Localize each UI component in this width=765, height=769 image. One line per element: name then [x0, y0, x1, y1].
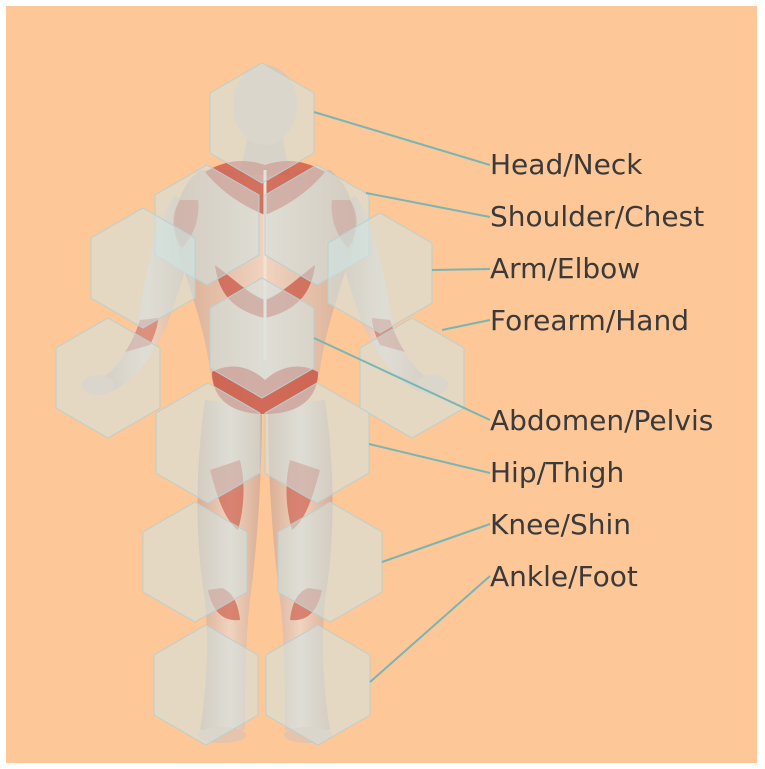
leader-line-arm-elbow [432, 269, 490, 270]
leader-line-ankle-foot [370, 576, 490, 682]
label-shoulder-chest[interactable]: Shoulder/Chest [490, 200, 704, 234]
label-knee-shin[interactable]: Knee/Shin [490, 508, 631, 542]
label-hip-thigh[interactable]: Hip/Thigh [490, 456, 624, 490]
label-ankle-foot[interactable]: Ankle/Foot [490, 560, 638, 594]
leader-line-head-neck [314, 112, 490, 165]
label-forearm-hand[interactable]: Forearm/Hand [490, 304, 689, 338]
leader-line-forearm-hand [442, 320, 490, 330]
label-arm-elbow[interactable]: Arm/Elbow [490, 252, 640, 286]
label-head-neck[interactable]: Head/Neck [490, 148, 642, 182]
hex-ankle-right[interactable] [266, 625, 370, 745]
leader-line-hip-thigh [369, 444, 490, 473]
label-abdomen-pelvis[interactable]: Abdomen/Pelvis [490, 404, 713, 438]
leader-line-knee-shin [382, 524, 490, 562]
leader-line-shoulder-chest [366, 193, 490, 217]
